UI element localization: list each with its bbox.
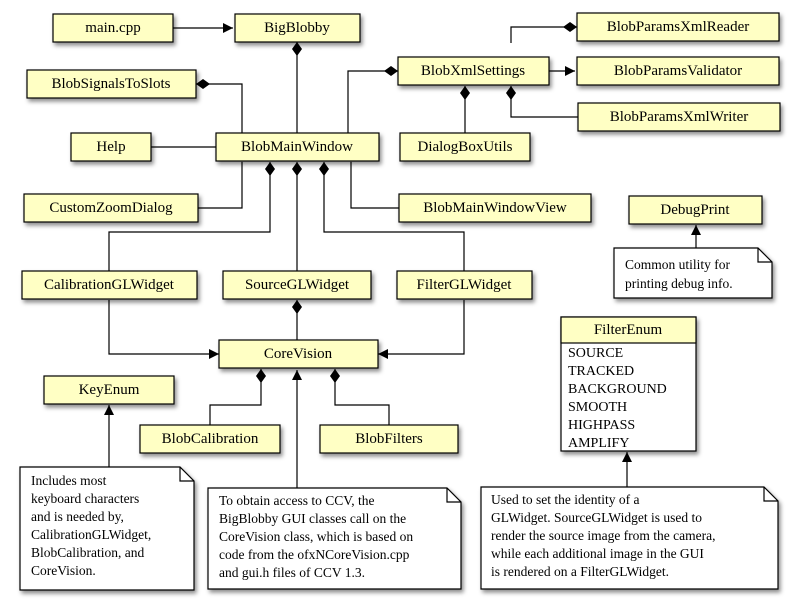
edge-corevision-blobfilters <box>330 369 390 425</box>
edge-zoom-mainwindow <box>198 148 247 209</box>
edge-mainwindow-calibration <box>108 162 275 271</box>
box-blob-params-xml-writer[interactable]: BlobParamsXmlWriter <box>577 102 781 132</box>
label-blob-params-xml-writer: BlobParamsXmlWriter <box>610 109 749 125</box>
label-blob-calibration: BlobCalibration <box>162 431 259 447</box>
label-key-enum: KeyEnum <box>79 382 140 398</box>
label-blob-filters: BlobFilters <box>355 431 423 447</box>
box-source-gl-widget[interactable]: SourceGLWidget <box>222 270 372 300</box>
edge-corevision-blobcalibration <box>209 369 266 425</box>
label-source-gl-widget: SourceGLWidget <box>245 277 350 293</box>
box-core-vision[interactable]: CoreVision <box>218 339 379 369</box>
note-keyenum-line-4: CalibrationGLWidget, <box>31 527 151 542</box>
box-key-enum[interactable]: KeyEnum <box>43 375 175 405</box>
filter-enum-title: FilterEnum <box>594 322 663 338</box>
note-filterenum-line-4: while each additional image in the GUI <box>491 546 704 561</box>
label-main-cpp: main.cpp <box>85 20 140 36</box>
note-keyenum-line-2: keyboard characters <box>31 491 139 506</box>
note-debug-text: Common utility for printing debug info. <box>625 257 733 291</box>
note-corevision-line-3: CoreVision class, which is based on <box>219 529 413 544</box>
note-filterenum-line-2: GLWidget. SourceGLWidget is used to <box>491 510 702 525</box>
edge-calibration-corevision <box>108 300 219 359</box>
label-calibration-gl-widget: CalibrationGLWidget <box>44 277 175 293</box>
note-filterenum-text: Used to set the identity of a GLWidget. … <box>491 492 719 579</box>
note-filterenum: Used to set the identity of a GLWidget. … <box>480 486 779 590</box>
box-blob-xml-settings[interactable]: BlobXmlSettings <box>397 56 550 86</box>
label-core-vision: CoreVision <box>264 346 333 362</box>
box-custom-zoom-dialog[interactable]: CustomZoomDialog <box>23 193 199 223</box>
note-debug: Common utility for printing debug info. <box>613 247 773 299</box>
edge-filter-corevision <box>378 300 465 359</box>
note-filterenum-line-1: Used to set the identity of a <box>491 492 639 507</box>
label-custom-zoom-dialog: CustomZoomDialog <box>49 200 173 216</box>
note-keyenum-line-3: and is needed by, <box>31 509 124 524</box>
note-corevision: To obtain access to CCV, the BigBlobby G… <box>207 487 462 590</box>
note-keyenum-text: Includes most keyboard characters and is… <box>31 473 155 578</box>
label-help: Help <box>96 139 125 155</box>
class-boxes: main.cpp BigBlobby BlobParamsXmlReader B… <box>21 12 781 454</box>
box-main-cpp[interactable]: main.cpp <box>52 13 174 43</box>
box-filter-enum[interactable]: FilterEnum SOURCE TRACKED BACKGROUND SMOOTH… <box>560 316 697 452</box>
label-blob-signals-to-slots: BlobSignalsToSlots <box>52 76 171 92</box>
edge-xmlsettings-mainwindow <box>347 66 398 133</box>
edge-reader-xmlsettings <box>510 22 577 43</box>
box-blob-main-window-view[interactable]: BlobMainWindowView <box>398 193 592 223</box>
filter-enum-values: SOURCE TRACKED BACKGROUND SMOOTH HIGHPASS AMP… <box>568 346 667 451</box>
note-filterenum-line-3: render the source image from the camera, <box>491 528 716 543</box>
label-debug-print: DebugPrint <box>660 202 730 218</box>
note-debug-line-1: Common utility for <box>625 257 731 272</box>
filter-enum-value: TRACKED <box>568 364 634 379</box>
note-corevision-text: To obtain access to CCV, the BigBlobby G… <box>219 493 417 580</box>
label-filter-gl-widget: FilterGLWidget <box>417 277 513 293</box>
filter-enum-value: SOURCE <box>568 346 623 361</box>
filter-enum-value: HIGHPASS <box>568 418 635 433</box>
note-corevision-line-1: To obtain access to CCV, the <box>219 493 375 508</box>
edge-mainwindow-filter <box>319 162 465 271</box>
note-debug-line-2: printing debug info. <box>625 276 733 291</box>
box-blob-params-validator[interactable]: BlobParamsValidator <box>576 56 780 86</box>
box-blob-filters[interactable]: BlobFilters <box>319 424 459 454</box>
box-dialog-box-utils[interactable]: DialogBoxUtils <box>399 132 531 162</box>
label-bigblobby: BigBlobby <box>264 20 330 36</box>
filter-enum-value: BACKGROUND <box>568 382 667 397</box>
box-blob-main-window[interactable]: BlobMainWindow <box>215 132 380 162</box>
edges <box>104 22 701 488</box>
box-debug-print[interactable]: DebugPrint <box>628 195 763 225</box>
box-filter-gl-widget[interactable]: FilterGLWidget <box>396 270 533 300</box>
label-blob-main-window-view: BlobMainWindowView <box>423 200 567 216</box>
label-blob-xml-settings: BlobXmlSettings <box>421 63 525 79</box>
box-calibration-gl-widget[interactable]: CalibrationGLWidget <box>21 270 198 300</box>
note-keyenum-line-6: CoreVision. <box>31 563 96 578</box>
label-blob-main-window: BlobMainWindow <box>241 139 353 155</box>
box-blob-calibration[interactable]: BlobCalibration <box>139 424 281 454</box>
note-keyenum: Includes most keyboard characters and is… <box>19 466 195 591</box>
box-blob-signals-to-slots[interactable]: BlobSignalsToSlots <box>26 69 197 99</box>
filter-enum-value: SMOOTH <box>568 400 627 415</box>
filter-enum-value: AMPLIFY <box>568 436 629 451</box>
box-help[interactable]: Help <box>70 132 152 162</box>
note-corevision-line-5: and gui.h files of CCV 1.3. <box>219 565 365 580</box>
label-blob-params-xml-reader: BlobParamsXmlReader <box>607 19 749 35</box>
note-corevision-line-2: BigBlobby GUI classes call on the <box>219 511 406 526</box>
note-corevision-line-4: code from the ofxNCoreVision.cpp <box>219 547 410 562</box>
note-keyenum-line-5: BlobCalibration, and <box>31 545 144 560</box>
label-blob-params-validator: BlobParamsValidator <box>614 63 742 79</box>
box-bigblobby[interactable]: BigBlobby <box>234 13 361 43</box>
box-blob-params-xml-reader[interactable]: BlobParamsXmlReader <box>576 12 780 42</box>
note-keyenum-line-1: Includes most <box>31 473 107 488</box>
note-filterenum-line-5: is rendered on a FilterGLWidget. <box>491 564 669 579</box>
edge-view-mainwindow <box>346 148 399 209</box>
label-dialog-box-utils: DialogBoxUtils <box>417 139 512 155</box>
edge-signals-mainwindow <box>196 79 243 133</box>
edge-xmlsettings-writer <box>506 86 578 118</box>
